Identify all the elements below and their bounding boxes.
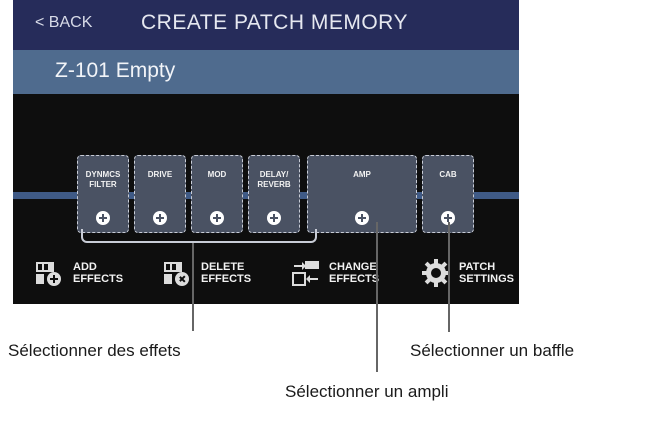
plus-icon (210, 211, 224, 225)
effect-slot-label: CAB (439, 170, 457, 179)
plus-icon (153, 211, 167, 225)
effect-slot-label: DYNMCS FILTER (85, 170, 121, 189)
effect-slot-cab[interactable]: CAB (422, 155, 474, 233)
plus-icon (96, 211, 110, 225)
effect-slot-label: DRIVE (147, 170, 173, 179)
amp-callout-line (376, 222, 378, 372)
effect-slot-dynamics-filter[interactable]: DYNMCS FILTER (77, 155, 129, 233)
plus-icon (355, 211, 369, 225)
effects-callout-label: Sélectionner des effets (8, 341, 181, 360)
change-effects-icon (292, 261, 319, 286)
menu-label: CHANGE EFFECTS (329, 261, 380, 285)
back-button[interactable]: < BACK (35, 14, 93, 31)
plus-icon (267, 211, 281, 225)
menu-label: PATCH SETTINGS (459, 261, 515, 285)
effects-callout-line (192, 243, 194, 331)
delete-effects-icon (164, 262, 189, 286)
add-effects-icon (36, 262, 61, 286)
effect-slot-delay-reverb[interactable]: DELAY/ REVERB (248, 155, 300, 233)
cab-callout-label: Sélectionner un baffle (410, 341, 575, 360)
device-screen: < BACK CREATE PATCH MEMORY Z-101 Empty D… (13, 0, 519, 304)
effect-slot-label: DELAY/ REVERB (257, 170, 291, 189)
patch-name-bar: Z-101 Empty (13, 50, 519, 94)
plus-icon (441, 211, 455, 225)
effect-slot-drive[interactable]: DRIVE (134, 155, 186, 233)
header-bar: < BACK CREATE PATCH MEMORY (13, 0, 519, 50)
menu-label: DELETE EFFECTS (201, 261, 252, 285)
gear-icon (422, 259, 450, 287)
cab-callout-line (448, 222, 450, 332)
page-title: CREATE PATCH MEMORY (141, 11, 408, 34)
patch-name: Z-101 Empty (55, 59, 176, 82)
menu-label: ADD EFFECTS (73, 261, 124, 285)
amp-callout-label: Sélectionner un ampli (285, 382, 449, 401)
effects-bracket (81, 229, 317, 243)
effect-slot-label: MOD (207, 170, 227, 179)
effect-slot-amp[interactable]: AMP (307, 155, 417, 233)
effect-slot-mod[interactable]: MOD (191, 155, 243, 233)
effect-slot-label: AMP (353, 170, 371, 179)
